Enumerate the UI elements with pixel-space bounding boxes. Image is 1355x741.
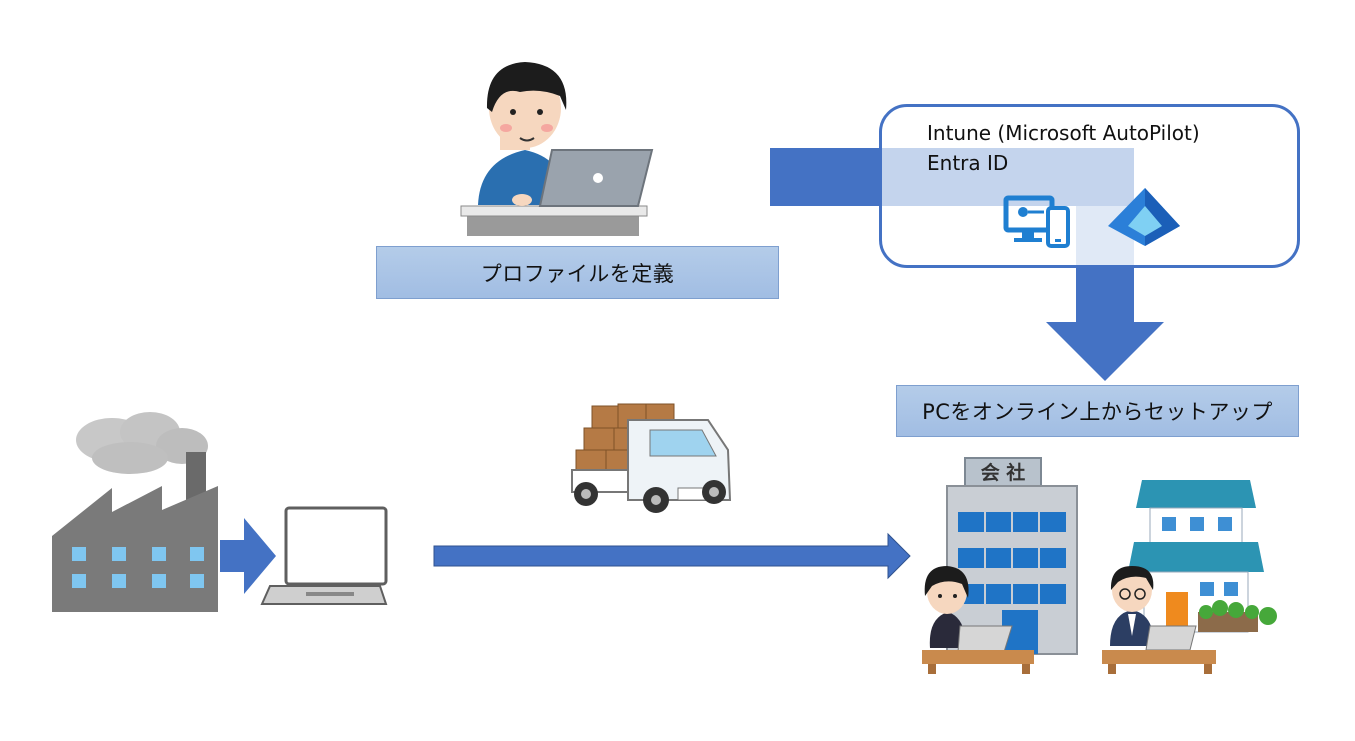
intune-device-icon xyxy=(1003,195,1070,248)
home-house-icon xyxy=(1128,480,1277,633)
define-profile-label: プロファイルを定義 xyxy=(376,246,779,299)
entra-id-icon xyxy=(1108,188,1180,246)
intune-label: Intune (Microsoft AutoPilot) xyxy=(927,121,1200,145)
worker-man-icon xyxy=(1102,566,1216,674)
entra-id-label: Entra ID xyxy=(927,151,1009,175)
laptop-icon xyxy=(260,506,388,605)
admin-person-laptop-icon xyxy=(460,62,654,236)
delivery-arrow xyxy=(433,532,911,580)
delivery-truck-icon xyxy=(571,403,732,513)
factory-icon xyxy=(52,412,218,612)
define-profile-text: プロファイルを定義 xyxy=(480,261,675,286)
online-setup-label: PCをオンライン上からセットアップ xyxy=(896,385,1299,437)
office-building-icon: 会 社 xyxy=(946,457,1078,655)
online-setup-text: PCをオンライン上からセットアップ xyxy=(922,400,1273,424)
office-sign: 会 社 xyxy=(981,461,1026,484)
worker-woman-icon xyxy=(922,566,1034,674)
factory-to-laptop-arrow xyxy=(220,518,276,594)
service-to-setup-arrow xyxy=(1046,268,1164,381)
cloud-service-box xyxy=(879,104,1300,268)
